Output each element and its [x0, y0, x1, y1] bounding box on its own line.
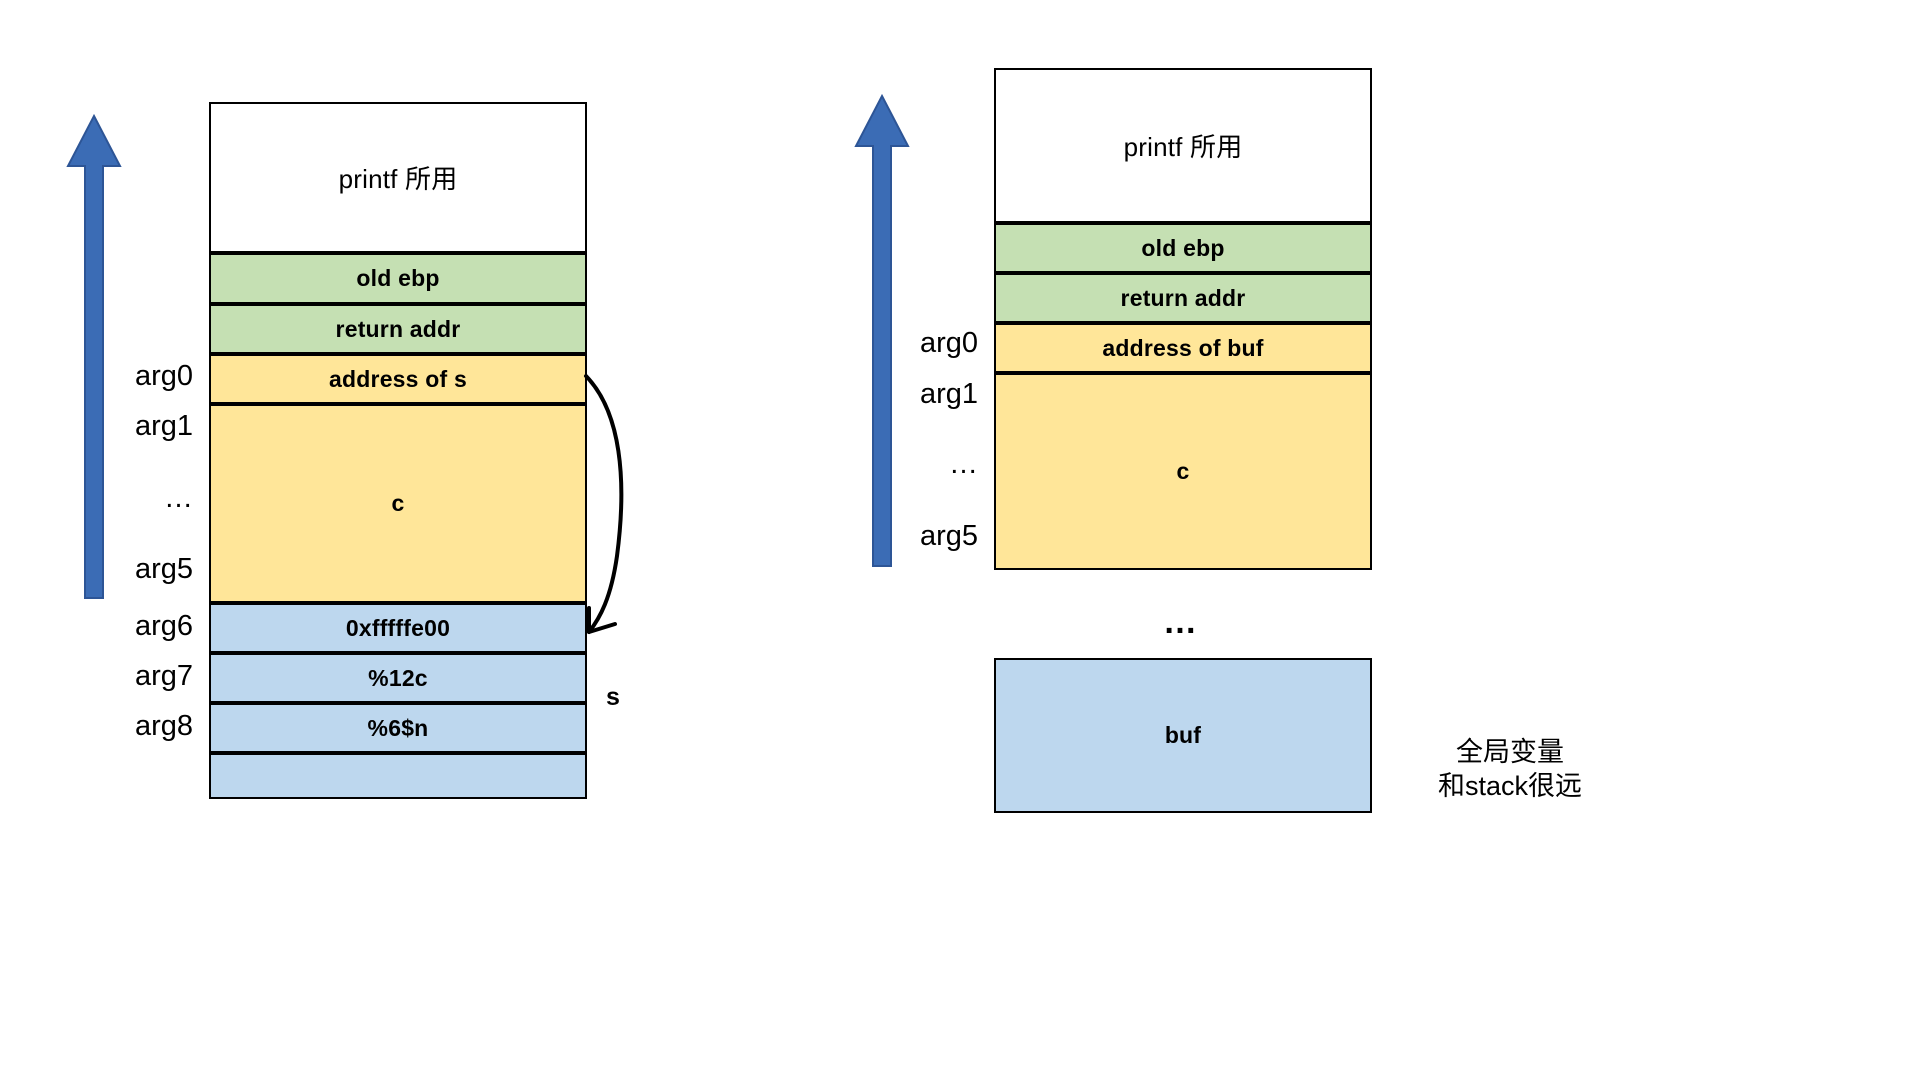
left-cell-return-addr: return addr	[209, 304, 587, 354]
left-cell-old-ebp: old ebp	[209, 253, 587, 304]
right-arg-label-ellipsis: …	[868, 448, 978, 481]
left-cell-return-addr-label: return addr	[335, 315, 461, 342]
left-arg-label-arg1: arg1	[83, 410, 193, 443]
right-arg-label-arg1: arg1	[868, 378, 978, 411]
right-cell-buf: buf	[994, 658, 1372, 813]
right-cell-old-ebp: old ebp	[994, 223, 1372, 273]
left-cell-printf-scratch: printf 所用	[209, 102, 587, 253]
left-cell-percent-12c-label: %12c	[368, 664, 428, 691]
left-arg-label-arg6: arg6	[83, 610, 193, 643]
left-arg-label-arg7: arg7	[83, 660, 193, 693]
left-cell-empty	[209, 753, 587, 799]
right-cell-return-addr: return addr	[994, 273, 1372, 323]
right-stack-gap-ellipsis: …	[1163, 603, 1200, 642]
right-cell-buf-label: buf	[1164, 722, 1202, 748]
right-cell-old-ebp-label: old ebp	[1141, 234, 1225, 261]
right-cell-printf-scratch-label: printf 所用	[1123, 132, 1243, 162]
left-cell-address-of-s-label: address of s	[329, 365, 467, 392]
left-arg-label-arg0: arg0	[83, 360, 193, 393]
left-side-label-s: s	[606, 683, 620, 712]
right-growth-arrow-icon	[854, 93, 910, 567]
right-cell-address-of-buf-label: address of buf	[1102, 334, 1264, 361]
left-cell-c: c	[209, 404, 587, 603]
right-stack-gap-ellipsis-text: …	[1163, 603, 1200, 641]
left-arg-label-ellipsis-text: …	[164, 482, 193, 514]
global-variable-note-text: 全局变量 和stack很远	[1437, 736, 1583, 802]
left-cell-c-label: c	[391, 490, 405, 516]
left-arg-label-arg7-text: arg7	[134, 660, 193, 692]
right-cell-address-of-buf: address of buf	[994, 323, 1372, 373]
left-cell-0xfffffe00: 0xfffffe00	[209, 603, 587, 653]
left-cell-old-ebp-label: old ebp	[356, 265, 440, 291]
right-cell-c: c	[994, 373, 1372, 570]
left-cell-percent-6-dollar-n-label: %6$n	[367, 714, 429, 741]
left-arg-label-arg6-text: arg6	[134, 610, 193, 642]
right-cell-printf-scratch: printf 所用	[994, 68, 1372, 223]
right-arg-label-arg5-text: arg5	[919, 520, 978, 552]
right-cell-return-addr-label: return addr	[1120, 284, 1246, 311]
left-arg-label-arg0-text: arg0	[134, 360, 193, 392]
left-arg-label-arg8-text: arg8	[134, 710, 193, 742]
left-cell-percent-12c: %12c	[209, 653, 587, 703]
right-arg-label-arg0-text: arg0	[919, 327, 978, 359]
address-of-s-points-to-arrow-icon	[584, 374, 624, 634]
right-arg-label-arg0: arg0	[868, 327, 978, 360]
right-cell-c-label: c	[1176, 458, 1190, 484]
left-cell-0xfffffe00-label: 0xfffffe00	[345, 614, 451, 641]
left-side-label-s-text: s	[606, 683, 620, 711]
left-arg-label-arg5-text: arg5	[134, 553, 193, 585]
global-variable-note: 全局变量 和stack很远	[1395, 700, 1625, 804]
left-arg-label-arg8: arg8	[83, 710, 193, 743]
left-arg-label-ellipsis: …	[83, 482, 193, 515]
right-arg-label-ellipsis-text: …	[949, 448, 978, 480]
left-growth-arrow-icon	[66, 113, 122, 599]
left-cell-percent-6-dollar-n: %6$n	[209, 703, 587, 753]
left-cell-address-of-s: address of s	[209, 354, 587, 404]
right-arg-label-arg5: arg5	[868, 520, 978, 553]
right-arg-label-arg1-text: arg1	[919, 378, 978, 410]
left-arg-label-arg5: arg5	[83, 553, 193, 586]
left-cell-printf-scratch-label: printf 所用	[338, 164, 458, 194]
left-arg-label-arg1-text: arg1	[134, 410, 193, 442]
